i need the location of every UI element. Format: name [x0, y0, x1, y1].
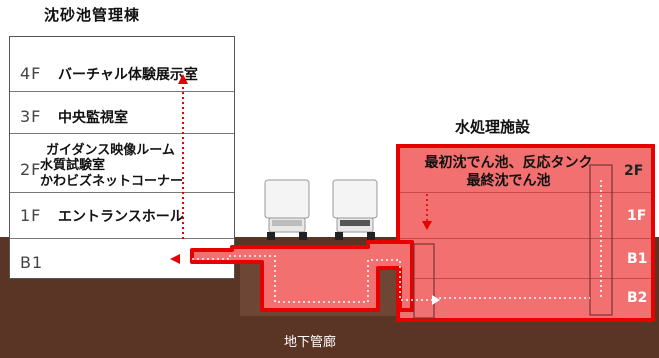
right-floor-label-b2: B2	[627, 290, 648, 306]
room-central-monitoring: 中央監視室	[58, 110, 128, 126]
connecting-pipe	[190, 240, 414, 312]
floor-label-4f: 4F	[20, 64, 42, 83]
right-floor-label-2f: 2F	[624, 163, 644, 179]
room-water-lab: 水質試験室	[40, 158, 106, 173]
floor-divider	[10, 238, 234, 239]
floor-divider	[400, 278, 651, 279]
route-arrow-down	[422, 221, 432, 230]
floor-label-2f: 2F	[20, 160, 42, 179]
vertical-shaft	[589, 164, 613, 316]
right-floor-label-1f: 1F	[627, 208, 647, 224]
left-building-title: 沈砂池管理棟	[44, 6, 141, 24]
floor-divider	[10, 133, 234, 134]
floor-divider	[10, 91, 234, 92]
floor-label-b1: B1	[20, 253, 44, 272]
inner-shaft	[413, 243, 435, 319]
floor-divider	[400, 238, 651, 239]
tank-names-line1: 最初沈でん池、反応タンク	[424, 155, 593, 171]
room-virtual-exhibition: バーチャル体験展示室	[58, 67, 198, 83]
truck-icon	[264, 179, 310, 240]
room-kawabiz-corner: かわビズネットコーナー	[40, 174, 184, 189]
truck-icon	[332, 179, 378, 240]
tank-names-line2: 最終沈でん池	[466, 173, 551, 189]
room-guidance-video: ガイダンス映像ルーム	[46, 143, 175, 158]
route-arrow-up	[178, 74, 188, 84]
room-entrance-hall: エントランスホール	[58, 209, 184, 225]
right-floor-label-b1: B1	[627, 251, 648, 267]
tunnel-label: 地下管廊	[284, 335, 337, 350]
floor-divider	[400, 192, 651, 193]
floor-label-3f: 3F	[20, 107, 42, 126]
route-tunnel-path	[182, 255, 590, 303]
management-building	[9, 36, 235, 279]
route-arrow-left	[170, 254, 180, 264]
right-building-title: 水処理施設	[455, 118, 531, 136]
floor-divider	[10, 192, 234, 193]
route-arrow-right	[432, 295, 440, 305]
floor-label-1f: 1F	[20, 206, 42, 225]
